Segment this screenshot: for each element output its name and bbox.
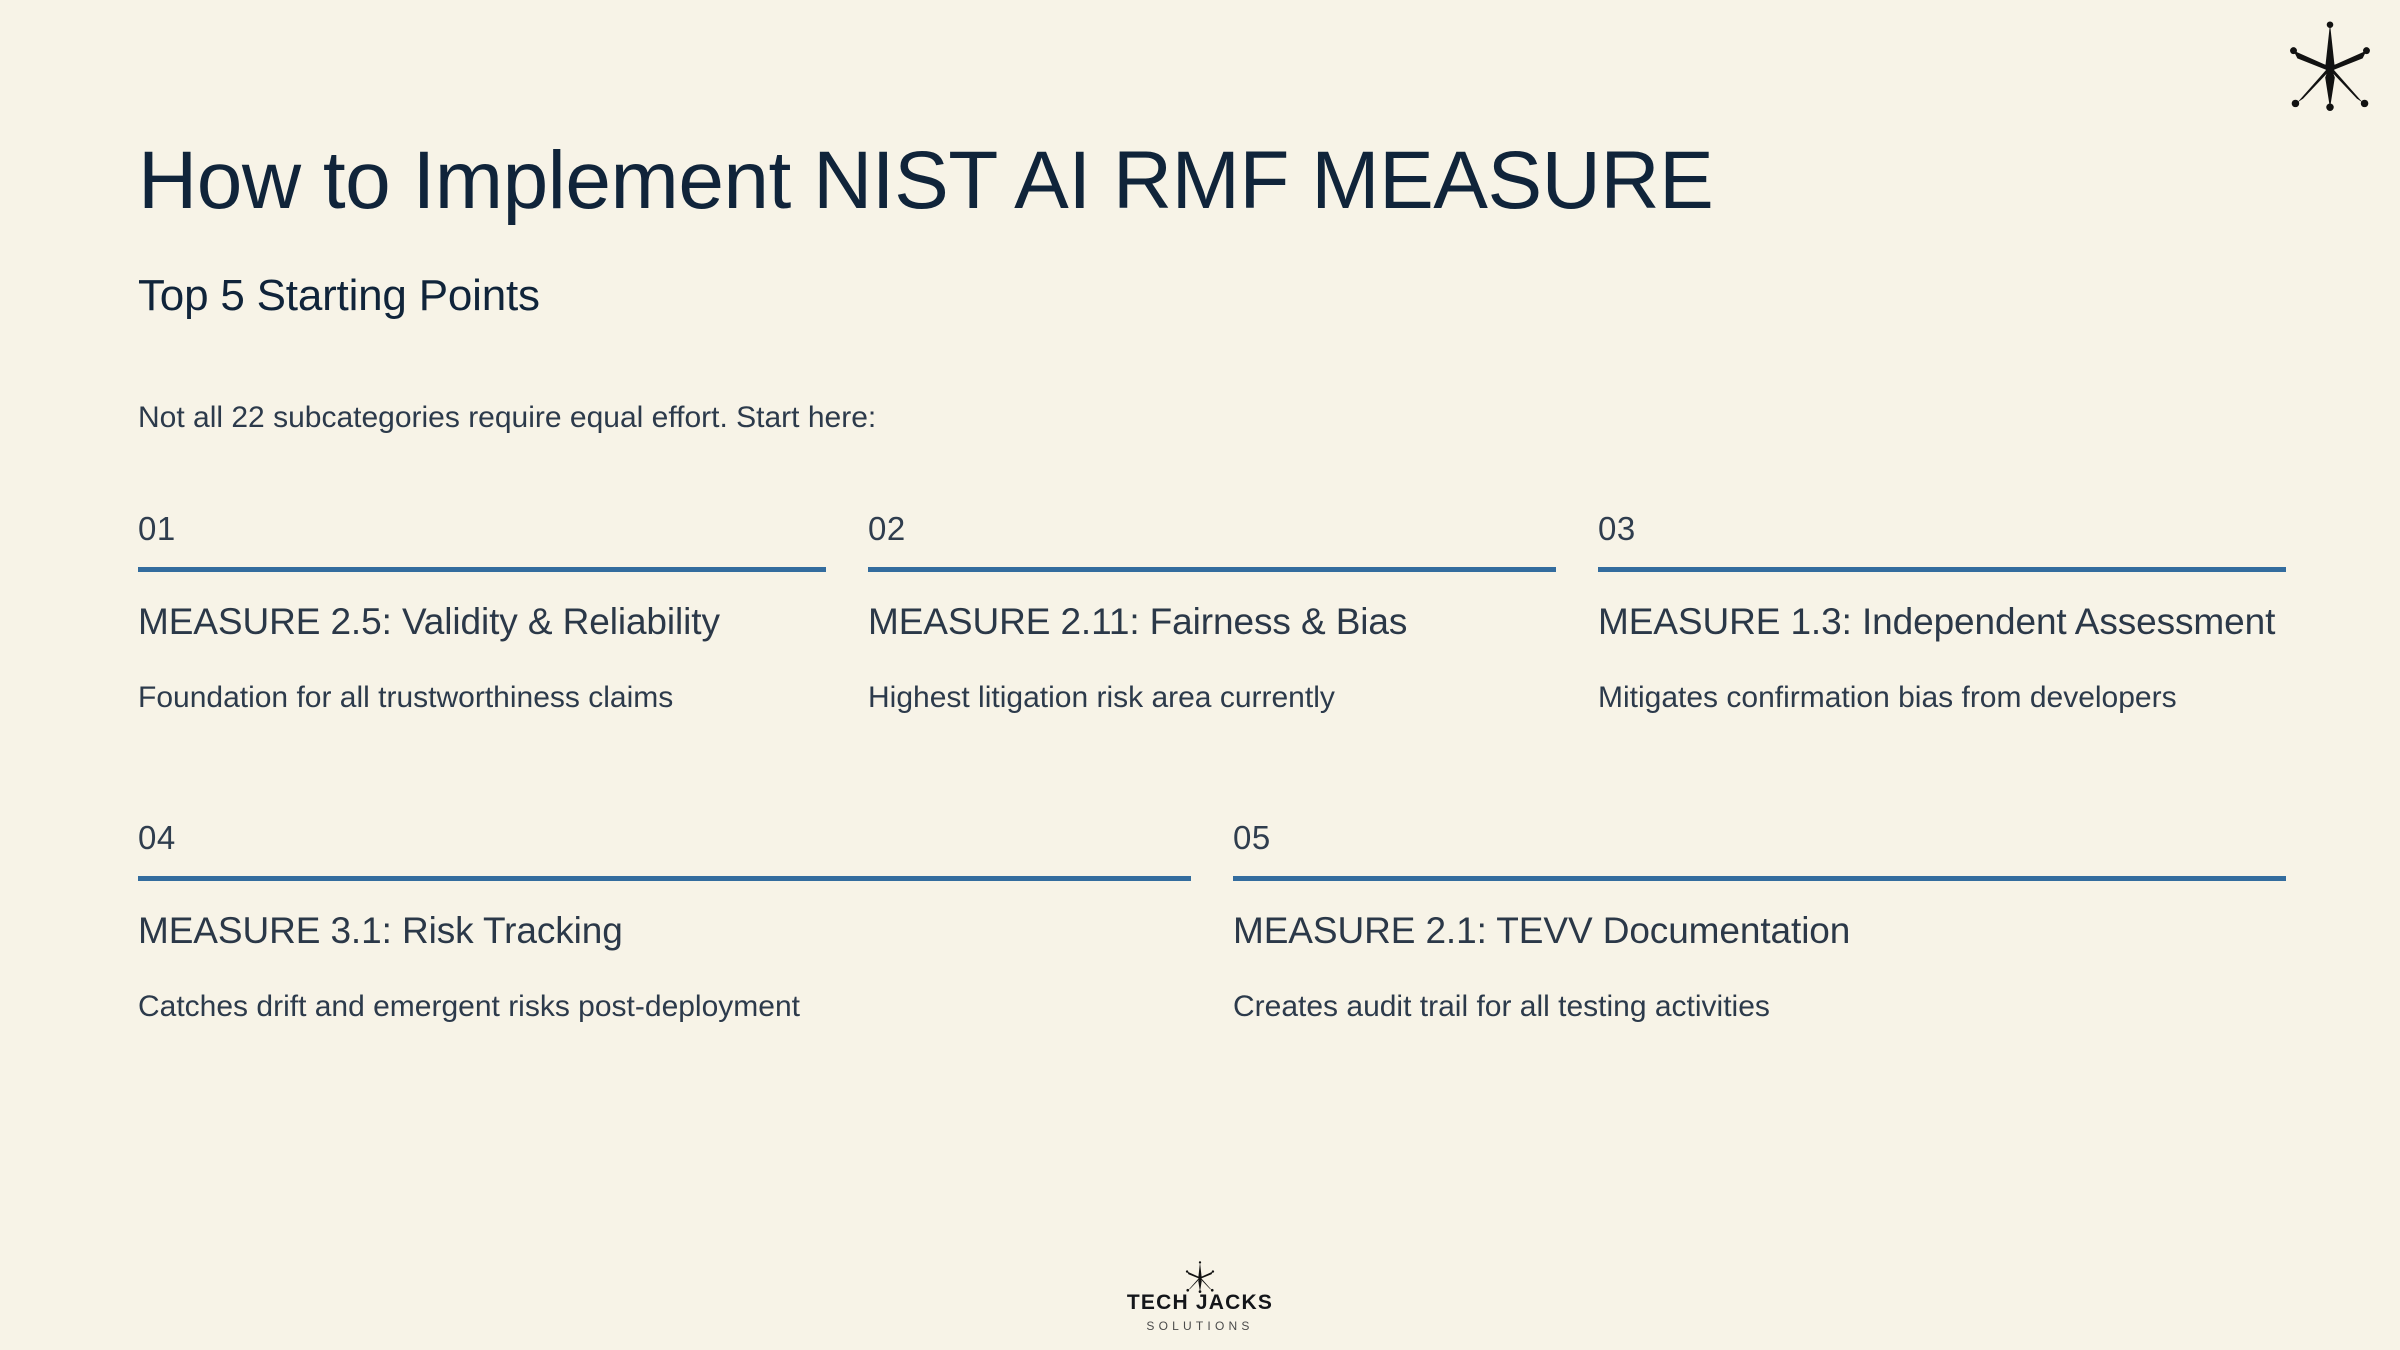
card-03[interactable]: 03 MEASURE 1.3: Independent Assessment M… bbox=[1598, 512, 2286, 721]
star-burst-icon bbox=[2282, 18, 2378, 114]
card-row-top: 01 MEASURE 2.5: Validity & Reliability F… bbox=[138, 512, 2286, 721]
card-number: 03 bbox=[1598, 510, 1636, 547]
card-rule bbox=[138, 876, 1191, 882]
card-05[interactable]: 05 MEASURE 2.1: TEVV Documentation Creat… bbox=[1233, 821, 2286, 1030]
card-number: 02 bbox=[868, 510, 906, 547]
card-title: MEASURE 2.5: Validity & Reliability bbox=[138, 601, 720, 642]
star-burst-icon bbox=[1185, 1261, 1215, 1293]
card-title: MEASURE 3.1: Risk Tracking bbox=[138, 910, 623, 952]
intro-text: Not all 22 subcategories require equal e… bbox=[138, 401, 877, 434]
card-number: 04 bbox=[138, 819, 176, 857]
footer-tagline: SOLUTIONS bbox=[1146, 1319, 1254, 1333]
page-title: How to Implement NIST AI RMF MEASURE bbox=[138, 135, 1714, 226]
card-04[interactable]: 04 MEASURE 3.1: Risk Tracking Catches dr… bbox=[138, 821, 1191, 1030]
card-row-bottom: 04 MEASURE 3.1: Risk Tracking Catches dr… bbox=[138, 821, 2286, 1030]
footer-wordmark: TECH JACKS bbox=[1126, 1291, 1274, 1314]
card-02[interactable]: 02 MEASURE 2.11: Fairness & Bias Highest… bbox=[868, 512, 1556, 721]
card-01[interactable]: 01 MEASURE 2.5: Validity & Reliability F… bbox=[138, 512, 826, 721]
page-subtitle: Top 5 Starting Points bbox=[138, 271, 540, 320]
card-description: Mitigates confirmation bias from develop… bbox=[1598, 680, 2177, 714]
card-description: Highest litigation risk area currently bbox=[868, 680, 1335, 714]
card-title: MEASURE 1.3: Independent Assessment bbox=[1598, 601, 2276, 642]
card-grid: 01 MEASURE 2.5: Validity & Reliability F… bbox=[138, 512, 2286, 1031]
card-number: 05 bbox=[1233, 819, 1271, 857]
card-description: Catches drift and emergent risks post-de… bbox=[138, 990, 800, 1024]
card-description: Creates audit trail for all testing acti… bbox=[1233, 990, 1770, 1024]
header: How to Implement NIST AI RMF MEASURE Top… bbox=[138, 140, 2298, 437]
card-rule bbox=[138, 567, 826, 572]
card-number: 01 bbox=[138, 510, 176, 547]
card-title: MEASURE 2.11: Fairness & Bias bbox=[868, 601, 1408, 642]
card-description: Foundation for all trustworthiness claim… bbox=[138, 680, 674, 714]
card-rule bbox=[1598, 567, 2286, 572]
card-title: MEASURE 2.1: TEVV Documentation bbox=[1233, 910, 1851, 952]
card-rule bbox=[1233, 876, 2286, 882]
footer-logo: TECH JACKS SOLUTIONS bbox=[1080, 1260, 1320, 1332]
card-rule bbox=[868, 567, 1556, 572]
